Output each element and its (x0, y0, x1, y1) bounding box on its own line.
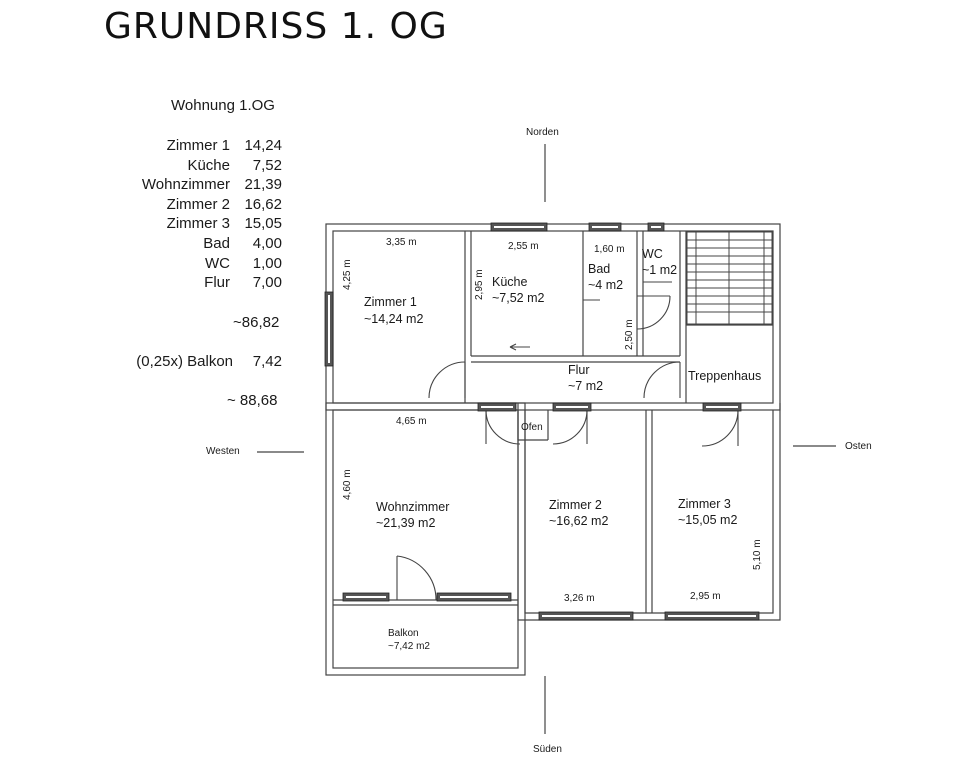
room-ofen-name: Ofen (521, 422, 543, 433)
outer-walls (325, 223, 781, 676)
summary-label: Flur (204, 274, 230, 292)
room-zimmer3-area: ~15,05 m2 (678, 513, 737, 527)
room-zimmer3-depth: 5,10 m (752, 539, 763, 570)
room-kueche-depth: 2,95 m (474, 269, 485, 300)
summary-label: Küche (187, 156, 230, 174)
window-glass (328, 226, 756, 617)
summary-label: WC (205, 254, 230, 272)
room-flur-area: ~7 m2 (568, 379, 603, 393)
room-zimmer2-width: 3,26 m (564, 593, 595, 604)
summary-label: Zimmer 1 (166, 137, 230, 154)
compass-west: Westen (206, 446, 240, 457)
page-title: GRUNDRISS 1. OG (104, 6, 448, 47)
room-zimmer3-name: Zimmer 3 (678, 497, 731, 511)
room-wohnzimmer-depth: 4,60 m (342, 469, 353, 500)
summary-label: Zimmer 2 (166, 195, 230, 213)
summary-label: Bad (203, 235, 230, 252)
summary-value: 7,52 (252, 156, 282, 174)
summary-value: 7,00 (252, 274, 282, 292)
room-zimmer2-name: Zimmer 2 (549, 498, 602, 512)
summary-heading: Wohnung 1.OG (171, 97, 275, 114)
room-balkon-name: Balkon (388, 628, 419, 639)
compass-north: Norden (526, 127, 559, 138)
room-kueche-name: Küche (492, 275, 527, 289)
doors (396, 281, 739, 601)
room-treppenhaus-name: Treppenhaus (688, 369, 761, 383)
interior-walls (333, 231, 773, 613)
compass-east: Osten (845, 441, 872, 452)
summary-value: 14,24 (244, 137, 282, 154)
room-wohnzimmer-width: 4,65 m (396, 416, 427, 427)
area-summary: Wohnung 1.OG Zimmer 1 14,24 Küche 7,52 W… (0, 0, 300, 420)
summary-subtotal: ~86,82 (233, 314, 280, 331)
summary-label: Zimmer 3 (166, 215, 230, 233)
summary-label: Wohnzimmer (141, 176, 230, 194)
stairs (686, 231, 773, 325)
room-balkon-area: ~7,42 m2 (388, 641, 430, 652)
room-zimmer2-area: ~16,62 m2 (549, 514, 608, 528)
summary-value: 15,05 (244, 215, 282, 233)
summary-balcony-label: (0,25x) Balkon (136, 353, 233, 370)
compass-south: Süden (533, 744, 562, 755)
summary-balcony-value: 7,42 (252, 353, 282, 370)
room-wohnzimmer-name: Wohnzimmer (376, 500, 449, 514)
summary-value: 4,00 (252, 235, 282, 252)
room-wc-area: ~1 m2 (642, 263, 677, 277)
room-wc-name: WC (642, 247, 663, 261)
room-kueche-width: 2,55 m (508, 241, 539, 252)
summary-value: 21,39 (244, 176, 282, 194)
room-kueche-area: ~7,52 m2 (492, 291, 545, 305)
room-zimmer1-area: ~14,24 m2 (364, 312, 423, 326)
room-wohnzimmer-area: ~21,39 m2 (376, 516, 435, 530)
summary-value: 16,62 (244, 195, 282, 213)
room-zimmer1-name: Zimmer 1 (364, 295, 417, 309)
room-flur-name: Flur (568, 363, 590, 377)
room-zimmer3-width: 2,95 m (690, 591, 721, 602)
room-bad-area: ~4 m2 (588, 278, 623, 292)
summary-value: 1,00 (252, 254, 282, 272)
summary-total: ~ 88,68 (227, 392, 278, 409)
room-bad-width: 1,60 m (594, 244, 625, 255)
room-zimmer1-width: 3,35 m (386, 237, 417, 248)
room-zimmer1-depth: 4,25 m (342, 259, 353, 290)
room-bad-name: Bad (588, 262, 610, 276)
room-bad-depth: 2,50 m (624, 319, 635, 350)
